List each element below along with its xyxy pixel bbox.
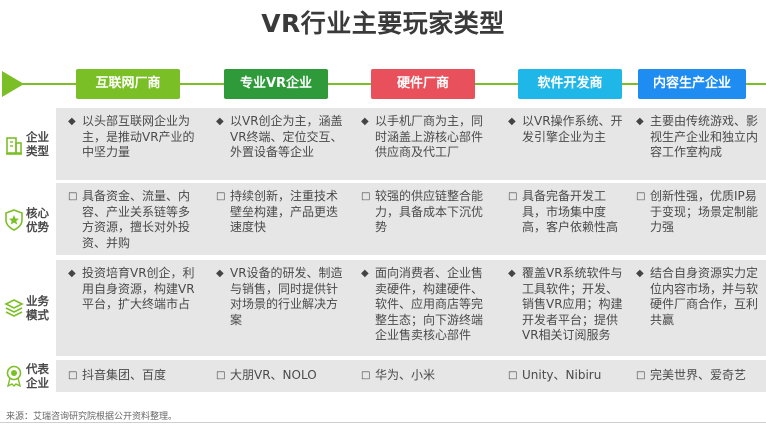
- layers-icon: [4, 299, 24, 317]
- cell-advantage-pro-vr: □ 持续创新，注重技术壁垒构建，产品更迭速度快: [216, 189, 344, 236]
- cell-text: Unity、Nibiru: [522, 368, 602, 382]
- bullet-icon: ◆: [68, 116, 76, 127]
- cell-text: 面向消费者、企业售卖硬件，构建硬件、软件、应用商店等完整生态；向下游终端企业售卖…: [375, 266, 484, 342]
- cell-business-hardware: ◆ 面向消费者、企业售卖硬件，构建硬件、软件、应用商店等完整生态；向下游终端企业售…: [361, 266, 485, 344]
- column-header-content: 内容生产企业: [638, 69, 746, 99]
- bullet-icon: □: [68, 370, 78, 381]
- header-arrow-icon: [2, 71, 24, 97]
- award-icon: [6, 365, 22, 388]
- cell-text: 以VR操作系统、开发引擎企业为主: [522, 114, 623, 144]
- cell-text: 具备完备开发工具，市场集中度高，客户依赖性高: [522, 189, 619, 234]
- row-bg-business: [56, 260, 766, 356]
- cell-text: 具备资金、流量、内容、产业关系链等多方资源，擅长对外投资、并购: [82, 189, 191, 250]
- page-title: VR行业主要玩家类型: [261, 9, 505, 38]
- bullet-icon: □: [361, 191, 371, 202]
- cell-text: 较强的供应链整合能力，具备成本下沉优势: [375, 189, 484, 234]
- row-label-text: 业务模式: [26, 294, 49, 322]
- row-label-advantage: 核心优势: [0, 204, 56, 236]
- cell-business-pro-vr: ◆ VR设备的研发、制造与销售，同时提供针对场景的行业解决方案: [216, 266, 344, 328]
- bullet-icon: □: [361, 370, 371, 381]
- bullet-icon: ◆: [636, 268, 644, 279]
- cell-business-content: ◆ 结合自身资源实力定位内容市场，并与软硬件厂商合作，互利共赢: [636, 266, 762, 328]
- column-header-hardware: 硬件厂商: [371, 69, 475, 99]
- cell-business-internet: ◆ 投资培育VR创企，利用自身资源，构建VR平台，扩大终端市占: [68, 266, 196, 313]
- cell-text: 以手机厂商为主，同时涵盖上游核心部件供应商及代工厂: [375, 114, 484, 159]
- cell-advantage-hardware: □ 较强的供应链整合能力，具备成本下沉优势: [361, 189, 485, 236]
- cell-rep-software: □ Unity、Nibiru: [508, 368, 628, 384]
- cell-text: 创新性强，优质IP易于变现；场景定制能力强: [650, 189, 759, 234]
- bullet-icon: □: [508, 191, 518, 202]
- row-bg-type: [56, 108, 766, 180]
- cell-text: 投资培育VR创企，利用自身资源，构建VR平台，扩大终端市占: [82, 266, 195, 311]
- cell-text: 抖音集团、百度: [82, 368, 167, 382]
- cell-text: 持续创新，注重技术壁垒构建，产品更迭速度快: [230, 189, 339, 234]
- cell-text: 华为、小米: [375, 368, 436, 382]
- row-label-text: 代表企业: [26, 362, 49, 390]
- row-label-type: 企业类型: [0, 128, 56, 160]
- cell-text: VR设备的研发、制造与销售，同时提供针对场景的行业解决方案: [230, 266, 343, 327]
- bullet-icon: ◆: [68, 268, 76, 279]
- cell-rep-hardware: □ 华为、小米: [361, 368, 485, 384]
- bullet-icon: ◆: [508, 116, 516, 127]
- cell-type-internet: ◆ 以头部互联网企业为主，是推动VR产业的中坚力量: [68, 114, 196, 161]
- cell-text: 完美世界、爱奇艺: [650, 368, 747, 382]
- bullet-icon: □: [216, 191, 226, 202]
- cell-type-pro-vr: ◆ 以VR创企为主，涵盖VR终端、定位交互、外置设备等企业: [216, 114, 344, 161]
- bullet-icon: ◆: [216, 268, 224, 279]
- footer-divider: [0, 422, 766, 423]
- bullet-icon: ◆: [361, 268, 369, 279]
- cell-type-content: ◆ 主要由传统游戏、影视生产企业和独立内容工作室构成: [636, 114, 762, 161]
- cell-rep-content: □ 完美世界、爱奇艺: [636, 368, 762, 384]
- bullet-icon: □: [508, 370, 518, 381]
- row-label-text: 企业类型: [26, 130, 49, 158]
- column-header-internet: 互联网厂商: [76, 69, 180, 99]
- cell-text: 大朋VR、NOLO: [230, 368, 317, 382]
- cell-text: 以VR创企为主，涵盖VR终端、定位交互、外置设备等企业: [230, 114, 343, 159]
- cell-business-software: ◆ 覆盖VR系统软件与工具软件；开发、销售VR应用；构建开发者平台；提供VR相关订…: [508, 266, 628, 344]
- column-header-software: 软件开发商: [518, 69, 622, 99]
- bullet-icon: □: [216, 370, 226, 381]
- row-bg-representative: [56, 360, 766, 392]
- cell-rep-internet: □ 抖音集团、百度: [68, 368, 196, 384]
- bullet-icon: ◆: [361, 116, 369, 127]
- row-label-representative: 代表企业: [0, 360, 56, 392]
- cell-advantage-content: □ 创新性强，优质IP易于变现；场景定制能力强: [636, 189, 762, 236]
- bullet-icon: □: [636, 191, 646, 202]
- source-note: 来源：艾瑞咨询研究院根据公开资料整理。: [6, 412, 178, 422]
- bullet-icon: ◆: [216, 116, 224, 127]
- star-shield-icon: [5, 209, 23, 231]
- cell-text: 覆盖VR系统软件与工具软件；开发、销售VR应用；构建开发者平台；提供VR相关订阅…: [522, 266, 623, 342]
- row-label-text: 核心优势: [26, 206, 49, 234]
- building-icon: [6, 137, 22, 155]
- cell-rep-pro-vr: □ 大朋VR、NOLO: [216, 368, 344, 384]
- cell-advantage-internet: □ 具备资金、流量、内容、产业关系链等多方资源，擅长对外投资、并购: [68, 189, 196, 251]
- cell-type-hardware: ◆ 以手机厂商为主，同时涵盖上游核心部件供应商及代工厂: [361, 114, 485, 161]
- row-bg-advantage: [56, 183, 766, 255]
- bullet-icon: ◆: [636, 116, 644, 127]
- cell-type-software: ◆ 以VR操作系统、开发引擎企业为主: [508, 114, 628, 145]
- cell-advantage-software: □ 具备完备开发工具，市场集中度高，客户依赖性高: [508, 189, 628, 236]
- bullet-icon: ◆: [508, 268, 516, 279]
- cell-text: 结合自身资源实力定位内容市场，并与软硬件厂商合作，互利共赢: [650, 266, 759, 327]
- bullet-icon: □: [68, 191, 78, 202]
- cell-text: 主要由传统游戏、影视生产企业和独立内容工作室构成: [650, 114, 759, 159]
- cell-text: 以头部互联网企业为主，是推动VR产业的中坚力量: [82, 114, 195, 159]
- bullet-icon: □: [636, 370, 646, 381]
- row-label-business: 业务模式: [0, 292, 56, 324]
- column-header-pro-vr: 专业VR企业: [224, 69, 328, 99]
